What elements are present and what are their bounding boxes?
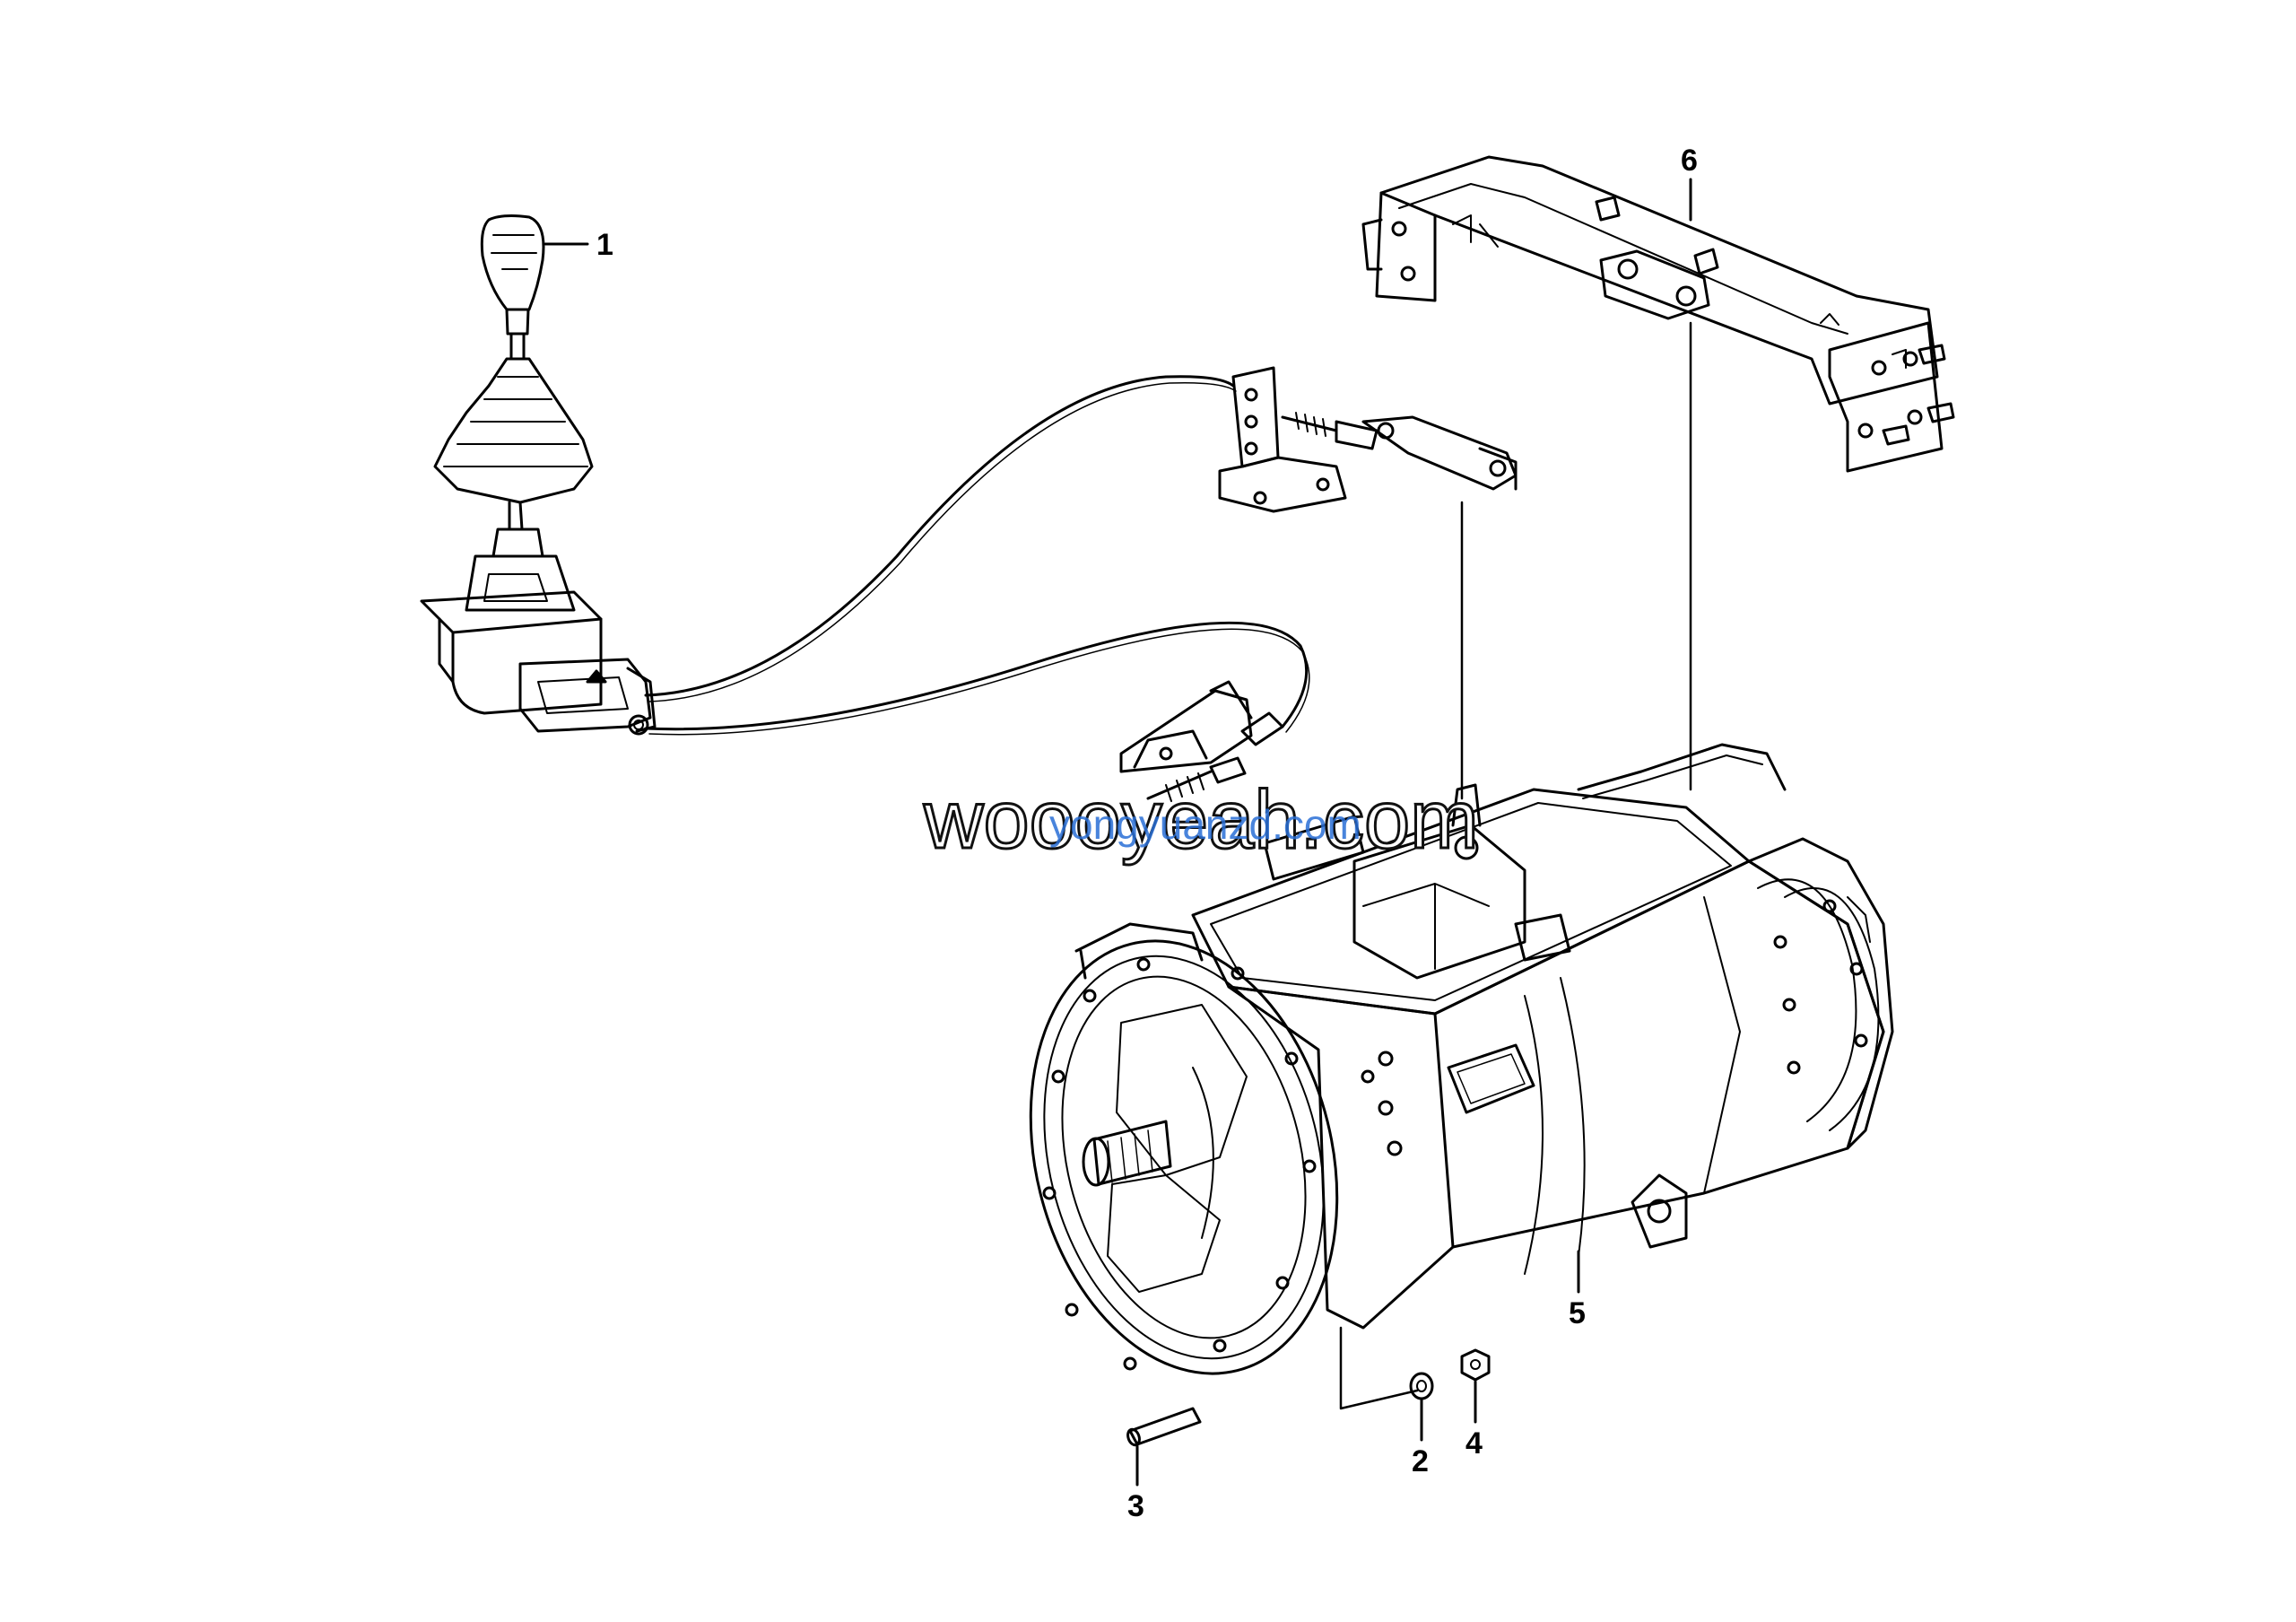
dowel-pin [1126, 1407, 1202, 1447]
cable-bracket-upper [1218, 366, 1518, 513]
hex-nut [1460, 1348, 1491, 1382]
watermark-primary: woooyeah.com [923, 774, 1479, 866]
shift-boot [433, 357, 594, 504]
callout-2: 2 [1412, 1444, 1429, 1478]
watermark: woooyeah.com yongyuanzd.com [922, 773, 1481, 868]
gear-shift-lever-assembly [420, 214, 657, 736]
input-shaft [1092, 1120, 1172, 1186]
callout-labels: 1 2 3 4 5 6 [596, 144, 1698, 1523]
shift-cables [644, 375, 1310, 736]
gearbox-main-housing [1227, 859, 1885, 1330]
callout-5: 5 [1569, 1296, 1586, 1330]
callout-3: 3 [1127, 1489, 1144, 1523]
shifter-base-plate [420, 590, 603, 634]
bell-housing-flange [1029, 939, 1339, 1375]
shift-knob [480, 214, 545, 311]
washer [1409, 1372, 1434, 1400]
cable-bracket-lower [1119, 680, 1284, 802]
watermark-secondary: yongyuanzd.com [1049, 801, 1361, 848]
callout-leaders [544, 178, 1692, 1487]
callout-6: 6 [1681, 144, 1698, 178]
callout-1: 1 [596, 228, 613, 262]
callout-4: 4 [1465, 1426, 1483, 1461]
gearbox-rear-housing [1747, 837, 1894, 1150]
support-bracket [1361, 155, 1955, 473]
transmission-gearbox [1029, 321, 1894, 1410]
